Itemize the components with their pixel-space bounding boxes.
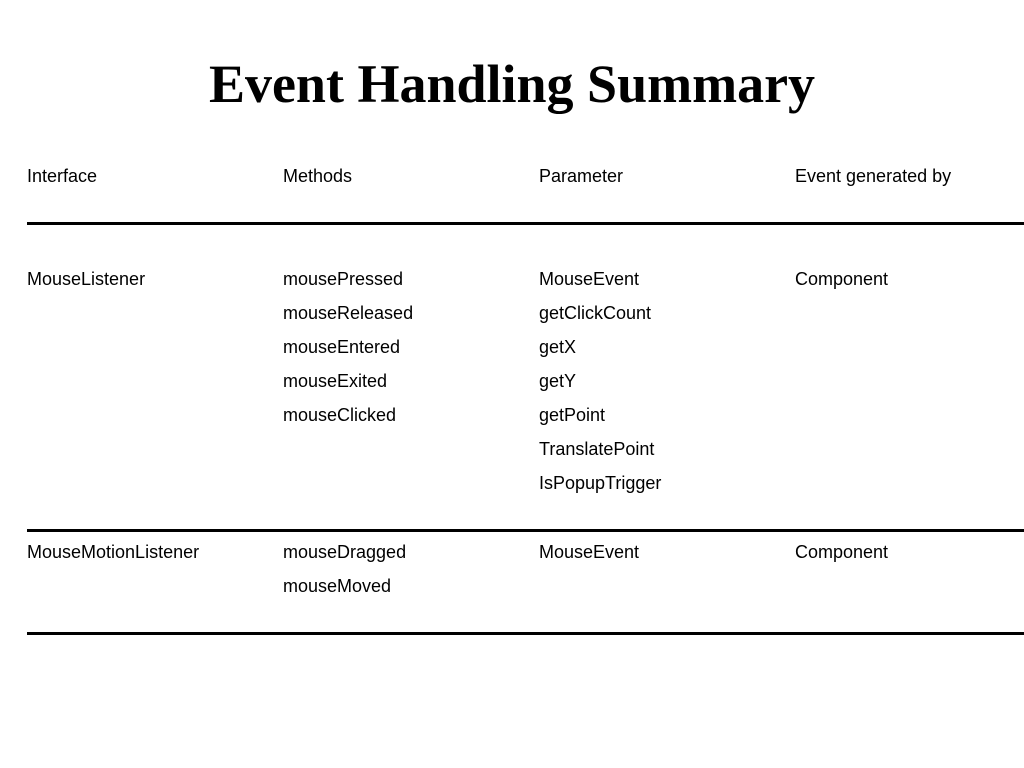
table-bottom-divider [27, 632, 1024, 635]
parameter-name: getPoint [539, 405, 606, 425]
method-name: mouseClicked [283, 405, 397, 425]
parameter-name: getY [539, 371, 577, 391]
header-divider [27, 222, 1024, 225]
row-divider [27, 529, 1024, 532]
method-name: mouseExited [283, 371, 388, 391]
header-event-generated-by: Event generated by [795, 166, 952, 186]
parameter-name: TranslatePoint [539, 439, 655, 459]
header-interface: Interface [27, 166, 98, 186]
method-name: mousePressed [283, 269, 404, 289]
header-methods: Methods [283, 166, 353, 186]
parameter-name: MouseEvent [539, 269, 640, 289]
method-name: mouseEntered [283, 337, 401, 357]
method-name: mouseReleased [283, 303, 414, 323]
method-name: mouseMoved [283, 576, 392, 596]
page-title: Event Handling Summary [208, 54, 816, 114]
parameter-name: getX [539, 337, 577, 357]
parameter-name: MouseEvent [539, 542, 640, 562]
event-source: Component [795, 542, 889, 562]
interface-name: MouseListener [27, 269, 146, 289]
method-name: mouseDragged [283, 542, 407, 562]
interface-name: MouseMotionListener [27, 542, 200, 562]
header-parameter: Parameter [539, 166, 624, 186]
event-source: Component [795, 269, 889, 289]
parameter-name: IsPopupTrigger [539, 473, 662, 493]
parameter-name: getClickCount [539, 303, 652, 323]
